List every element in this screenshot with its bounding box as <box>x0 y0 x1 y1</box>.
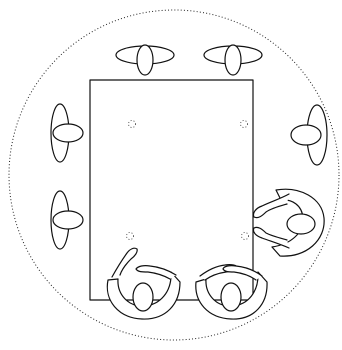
chair-top-left <box>115 44 175 76</box>
table-leg <box>241 232 249 240</box>
chair-left-upper <box>50 103 84 163</box>
table-leg <box>128 120 136 128</box>
person-bottom-right <box>195 264 268 320</box>
person-bottom-left <box>106 247 181 320</box>
person-right <box>252 188 325 257</box>
table-leg <box>126 232 134 240</box>
chair-top-right <box>203 44 263 76</box>
table-leg <box>240 120 248 128</box>
square-table <box>89 79 254 301</box>
chair-left-lower <box>50 190 84 250</box>
clearance-circle <box>8 9 340 341</box>
chair-right-upper <box>290 104 328 166</box>
table-legs <box>126 120 249 240</box>
